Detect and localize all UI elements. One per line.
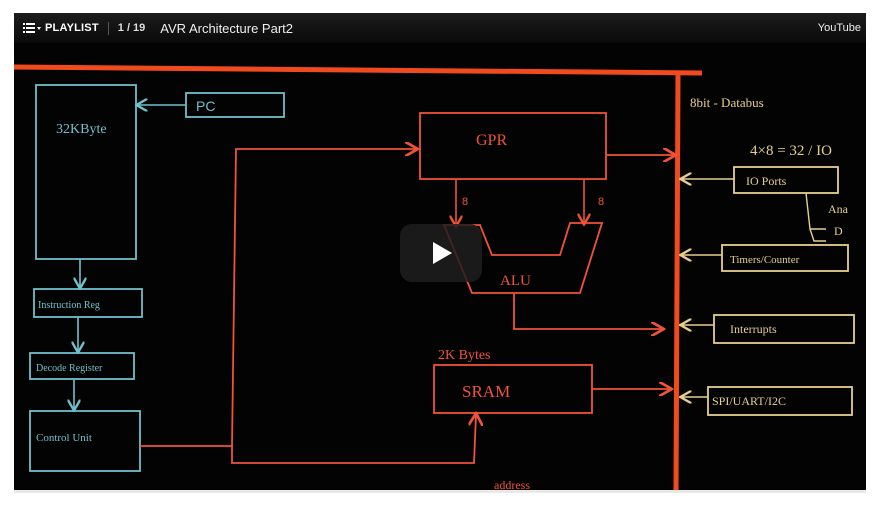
playlist-bar: PLAYLIST 1 / 19 AVR Architecture Part2 Y…	[14, 13, 866, 43]
sram-size-label: 2K Bytes	[438, 348, 491, 363]
playlist-icon[interactable]	[23, 23, 41, 33]
sram-box	[433, 364, 593, 414]
serial-label: SPI/UART/I2C	[712, 394, 786, 408]
playlist-counter: 1 / 19	[117, 22, 146, 34]
gpr-box	[419, 112, 607, 180]
serial-box	[707, 386, 853, 416]
width-label-b: 8	[598, 196, 604, 208]
vertical-data-bus	[673, 72, 681, 490]
control-to-sram-path	[231, 415, 476, 464]
io-ports-box	[733, 166, 839, 194]
whiteboard-frame: 32KByte PC Instruction Reg Decode Regist…	[14, 64, 855, 490]
digital-branch	[809, 228, 826, 242]
playlist-button[interactable]: PLAYLIST	[45, 22, 99, 34]
analog-branch	[805, 192, 826, 230]
control-to-gpr-path	[140, 149, 416, 447]
youtube-logo-link[interactable]: YouTube	[817, 22, 861, 34]
timers-label: Timers/Counter	[730, 254, 800, 266]
io-ports-label: IO Ports	[746, 174, 787, 188]
instruction-register-box	[33, 288, 143, 318]
timers-box	[721, 244, 849, 272]
play-icon	[433, 242, 452, 264]
alu-label: ALU	[500, 273, 531, 289]
analog-label: Ana	[828, 202, 849, 216]
interrupts-label: Interrupts	[730, 322, 777, 336]
below-player-divider	[14, 490, 866, 493]
flash-memory-box	[35, 84, 137, 260]
port-formula: 4×8 = 32 / IO	[750, 143, 832, 159]
gpr-label: GPR	[476, 132, 507, 149]
divider	[107, 21, 109, 35]
video-player[interactable]: 32KByte PC Instruction Reg Decode Regist…	[14, 13, 866, 490]
alu-to-bus-arrow	[513, 293, 662, 329]
digital-label: D	[834, 224, 843, 238]
top-address-bus	[14, 64, 703, 76]
data-bus-label: 8bit - Databus	[690, 95, 764, 110]
alu-shape	[442, 222, 604, 294]
address-bus-label: address	[494, 478, 530, 490]
flash-label: 32KByte	[56, 122, 107, 137]
sram-label: SRAM	[462, 382, 510, 401]
control-unit-box	[29, 410, 141, 472]
width-label-a: 8	[462, 196, 468, 208]
video-title-link[interactable]: AVR Architecture Part2	[160, 20, 294, 36]
interrupts-box	[713, 314, 855, 344]
pc-label: PC	[196, 98, 215, 114]
instruction-register-label: Instruction Reg	[38, 300, 100, 311]
control-unit-label: Control Unit	[36, 432, 92, 444]
play-button[interactable]	[400, 224, 482, 282]
decode-register-label: Decode Register	[36, 363, 103, 374]
decode-register-box	[29, 352, 135, 380]
